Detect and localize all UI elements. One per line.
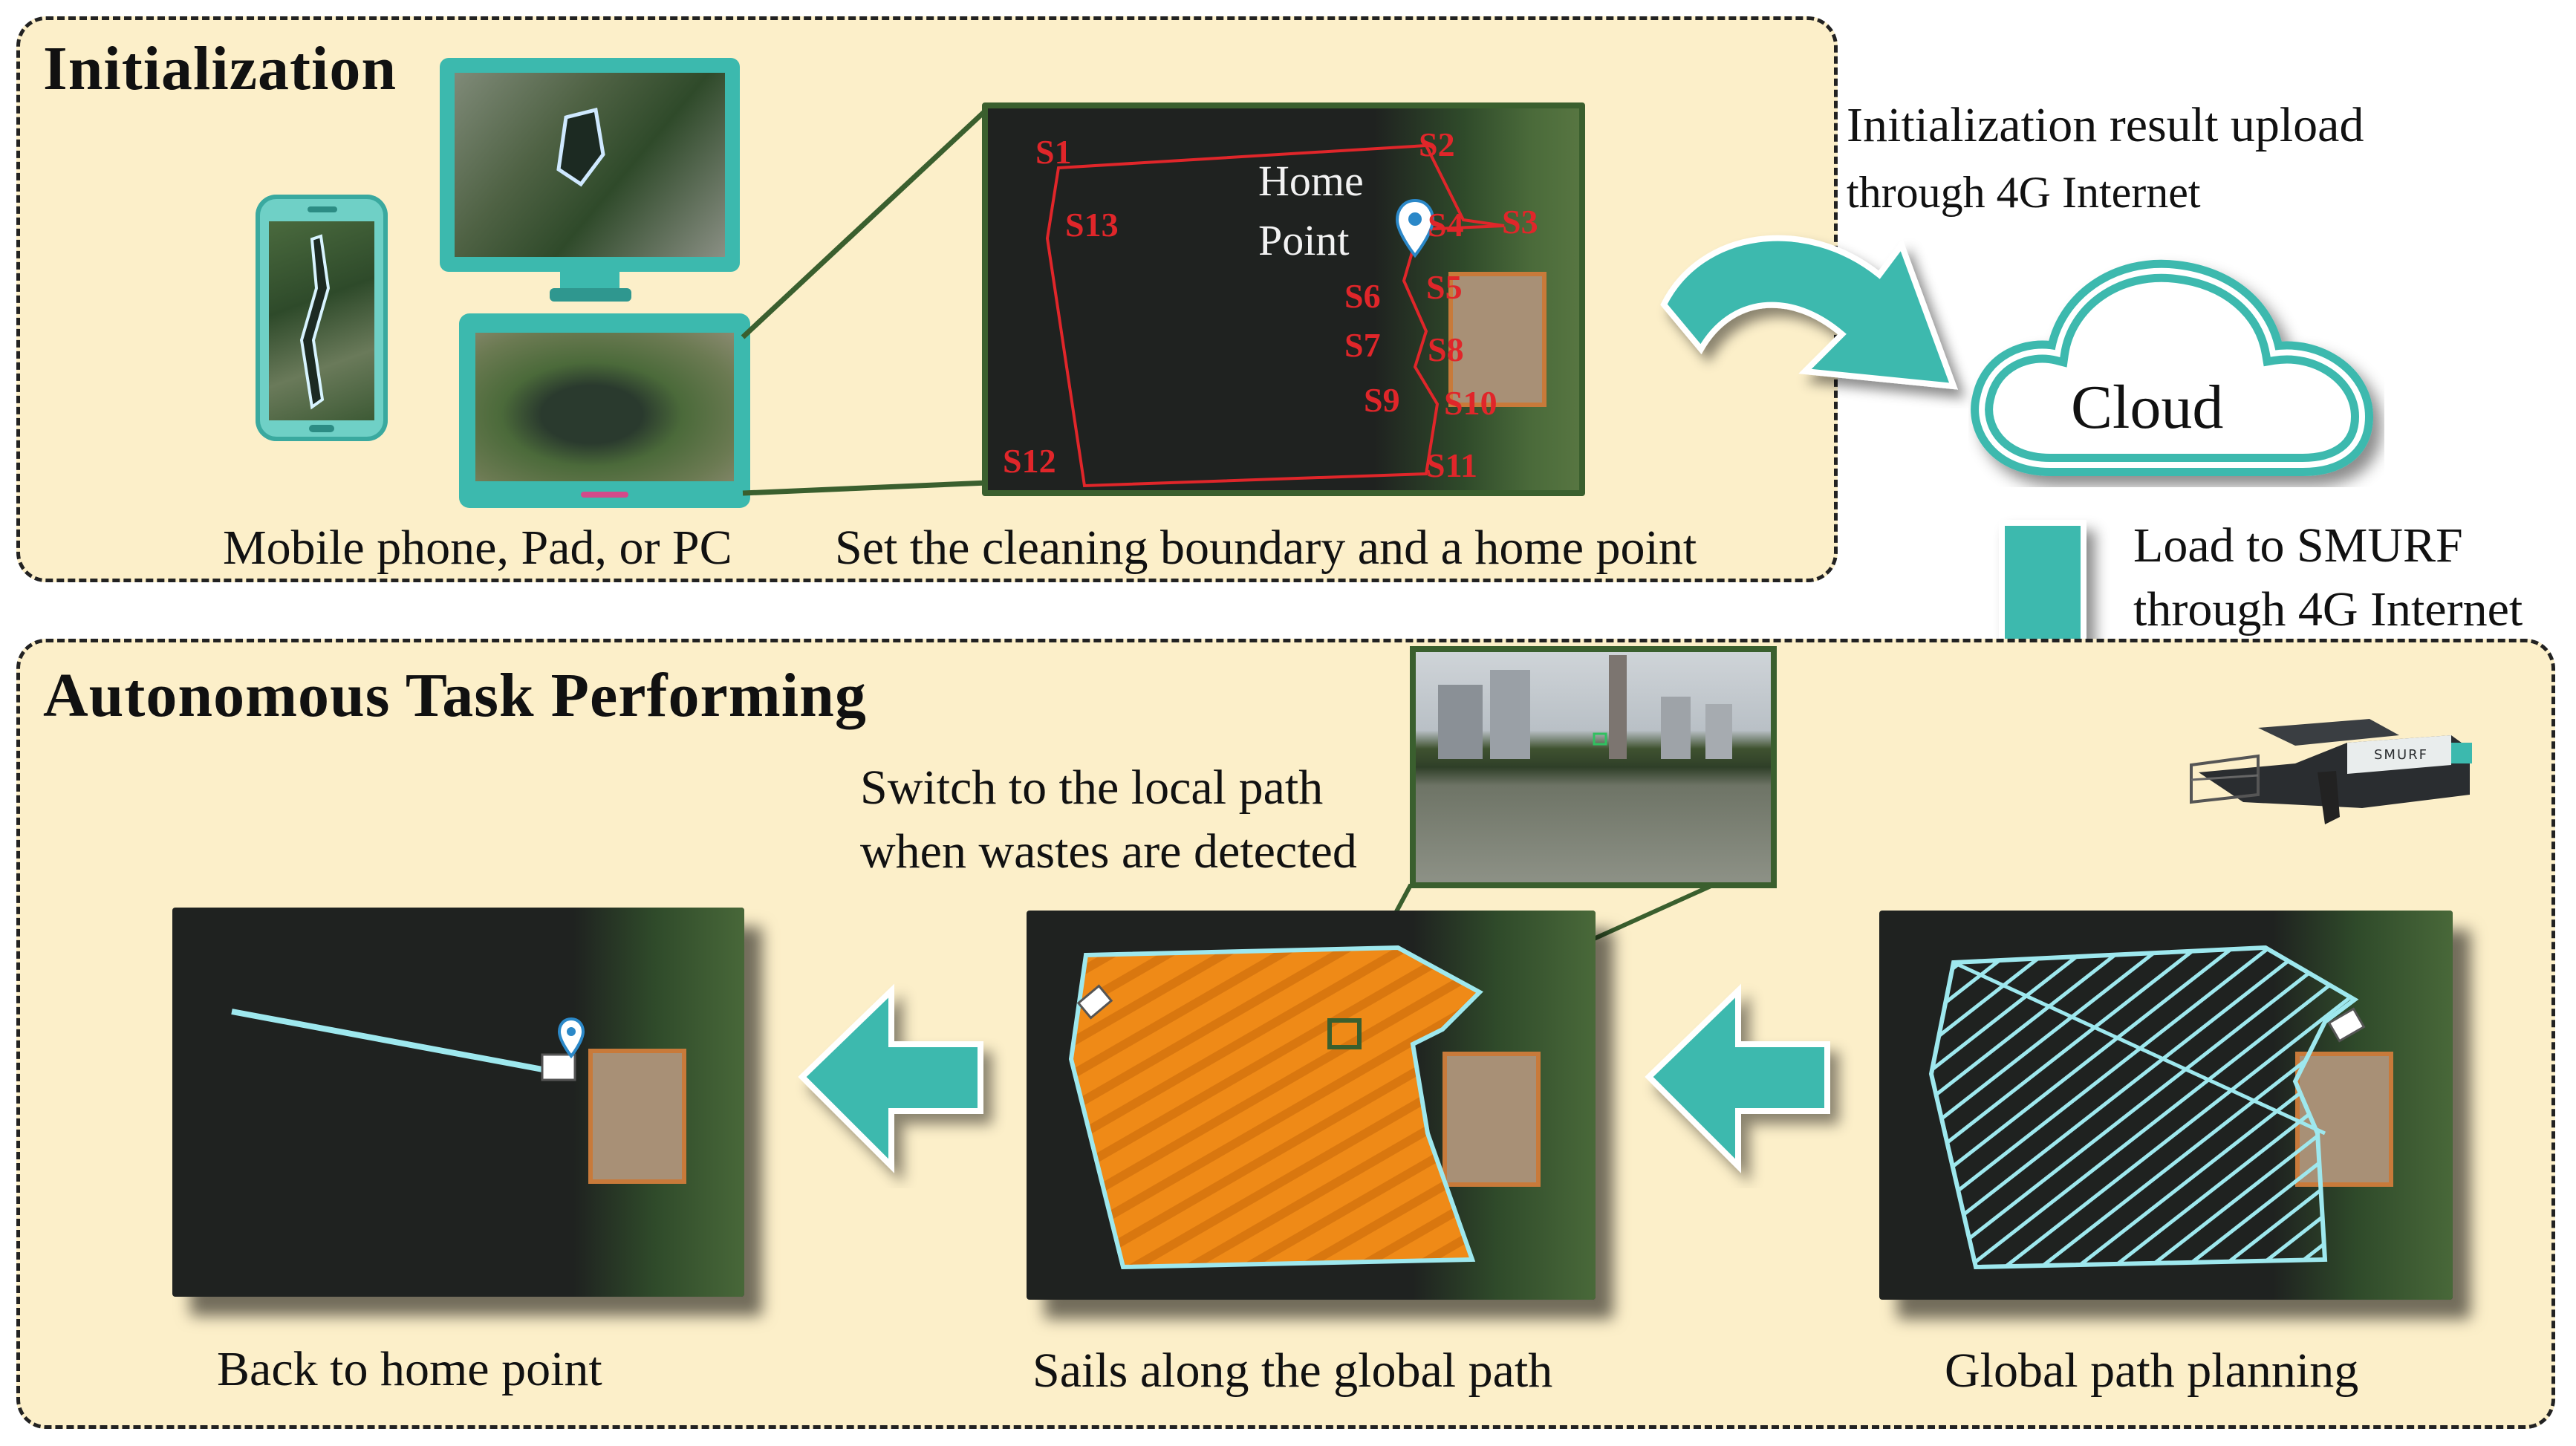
laptop-screen-map bbox=[475, 333, 734, 481]
camera-photo bbox=[1410, 646, 1777, 888]
segment-label-s9: S9 bbox=[1364, 381, 1400, 419]
load-caption-line1: Load to SMURF bbox=[2133, 518, 2463, 573]
segment-label-s2: S2 bbox=[1419, 126, 1455, 163]
boundary-map: Home Point S1 S2 S3 S4 S5 S6 S7 S8 S9 S1… bbox=[982, 102, 1585, 496]
global-plan-caption: Global path planning bbox=[1945, 1344, 2359, 1398]
boundary-caption: Set the cleaning boundary and a home poi… bbox=[835, 521, 1697, 575]
cleaning-boundary bbox=[1045, 143, 1505, 488]
upload-caption: Initialization result upload through 4G … bbox=[1847, 92, 2364, 226]
switch-caption-line1: Switch to the local path bbox=[860, 761, 1324, 815]
smurf-robot-image bbox=[2190, 719, 2472, 824]
segment-label-s4: S4 bbox=[1428, 206, 1464, 244]
phone-home-button bbox=[309, 425, 334, 432]
upload-caption-line1: Initialization result upload bbox=[1847, 98, 2364, 152]
home-point-pin bbox=[1395, 199, 1435, 258]
phone-screen-map bbox=[269, 221, 374, 420]
segment-label-s12: S12 bbox=[1003, 442, 1056, 480]
back-home-map bbox=[172, 908, 744, 1297]
segment-label-s11: S11 bbox=[1426, 446, 1478, 484]
phone-device bbox=[256, 195, 388, 441]
upload-arrow bbox=[1660, 235, 1958, 390]
initialization-title: Initialization bbox=[43, 34, 397, 103]
global-plan-map bbox=[1879, 911, 2453, 1300]
monitor-stand bbox=[560, 272, 619, 291]
segment-label-s7: S7 bbox=[1344, 326, 1381, 364]
pc-monitor bbox=[440, 58, 740, 272]
laptop-hinge bbox=[581, 492, 628, 498]
sails-map bbox=[1027, 911, 1596, 1300]
sails-caption: Sails along the global path bbox=[1032, 1344, 1553, 1398]
monitor-base bbox=[550, 288, 631, 302]
segment-label-s5: S5 bbox=[1426, 268, 1463, 306]
back-home-caption: Back to home point bbox=[217, 1342, 602, 1396]
monitor-screen-map bbox=[455, 73, 725, 257]
home-point-label-line2: Point bbox=[1258, 216, 1350, 264]
phone-speaker bbox=[308, 206, 337, 212]
upload-caption-line2: through 4G Internet bbox=[1847, 168, 2201, 217]
segment-label-s3: S3 bbox=[1502, 203, 1538, 241]
planned-path bbox=[1928, 945, 2366, 1270]
segment-label-s1: S1 bbox=[1035, 133, 1072, 171]
load-caption: Load to SMURF through 4G Internet bbox=[2133, 514, 2523, 642]
flow-arrow-right bbox=[1645, 983, 1830, 1173]
sailed-path bbox=[1068, 945, 1483, 1270]
switch-caption-line2: when wastes are detected bbox=[860, 824, 1357, 879]
task-title: Autonomous Task Performing bbox=[43, 661, 867, 730]
switch-caption: Switch to the local path when wastes are… bbox=[860, 756, 1357, 884]
return-path bbox=[231, 1009, 585, 1081]
home-point-label-line1: Home bbox=[1258, 157, 1364, 205]
boundary-map-pavilion bbox=[1448, 272, 1546, 407]
segment-label-s10: S10 bbox=[1444, 384, 1497, 422]
flow-arrow-left bbox=[798, 983, 983, 1173]
cloud-icon bbox=[1971, 259, 2374, 476]
zoom-connector bbox=[741, 106, 990, 496]
cloud-label: Cloud bbox=[2071, 373, 2224, 442]
sails-pavilion bbox=[1443, 1052, 1541, 1187]
camera-photo-skyline bbox=[1438, 655, 1732, 759]
laptop-device bbox=[459, 313, 750, 508]
home-point-label: Home Point bbox=[1258, 152, 1364, 270]
segment-label-s6: S6 bbox=[1344, 277, 1381, 315]
smurf-robot-brand: SMURF bbox=[2374, 747, 2428, 763]
segment-label-s8: S8 bbox=[1428, 330, 1464, 368]
devices-caption: Mobile phone, Pad, or PC bbox=[223, 521, 732, 575]
back-home-pavilion bbox=[588, 1049, 686, 1184]
segment-label-s13: S13 bbox=[1065, 206, 1119, 244]
load-caption-line2: through 4G Internet bbox=[2133, 582, 2523, 636]
